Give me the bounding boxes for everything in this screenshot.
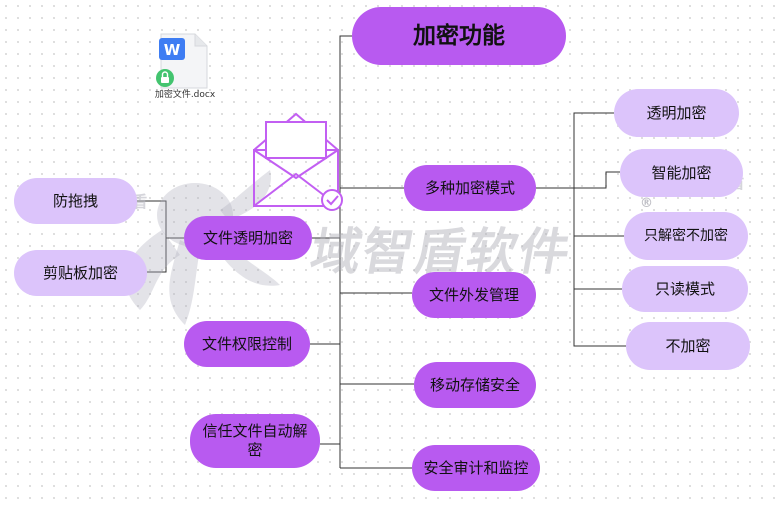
leaf-smart-mode[interactable]: 智能加密 — [620, 149, 743, 197]
branch-trusted-auto-decrypt[interactable]: 信任文件自动解密 — [190, 414, 320, 468]
leaf-clipboard-encryption[interactable]: 剪贴板加密 — [14, 250, 147, 296]
file-name-label: 加密文件.docx — [154, 90, 216, 100]
branch-removable-storage[interactable]: 移动存储安全 — [414, 362, 536, 408]
leaf-decrypt-only-mode[interactable]: 只解密不加密 — [624, 212, 748, 260]
word-glyph: W — [164, 41, 181, 59]
branch-audit-monitoring[interactable]: 安全审计和监控 — [412, 445, 540, 491]
leaf-anti-drag[interactable]: 防拖拽 — [14, 178, 137, 224]
leaf-read-only-mode[interactable]: 只读模式 — [622, 266, 748, 312]
branch-transparent-encryption[interactable]: 文件透明加密 — [184, 216, 312, 260]
leaf-transparent-mode[interactable]: 透明加密 — [614, 89, 739, 137]
branch-file-outbound[interactable]: 文件外发管理 — [412, 272, 536, 318]
branch-encryption-modes[interactable]: 多种加密模式 — [404, 165, 536, 211]
envelope-icon — [253, 112, 343, 211]
leaf-no-encryption[interactable]: 不加密 — [626, 322, 750, 370]
locked-word-file-icon: W — [156, 33, 208, 89]
root-node[interactable]: 加密功能 — [352, 7, 566, 65]
branch-permission-control[interactable]: 文件权限控制 — [184, 321, 310, 367]
